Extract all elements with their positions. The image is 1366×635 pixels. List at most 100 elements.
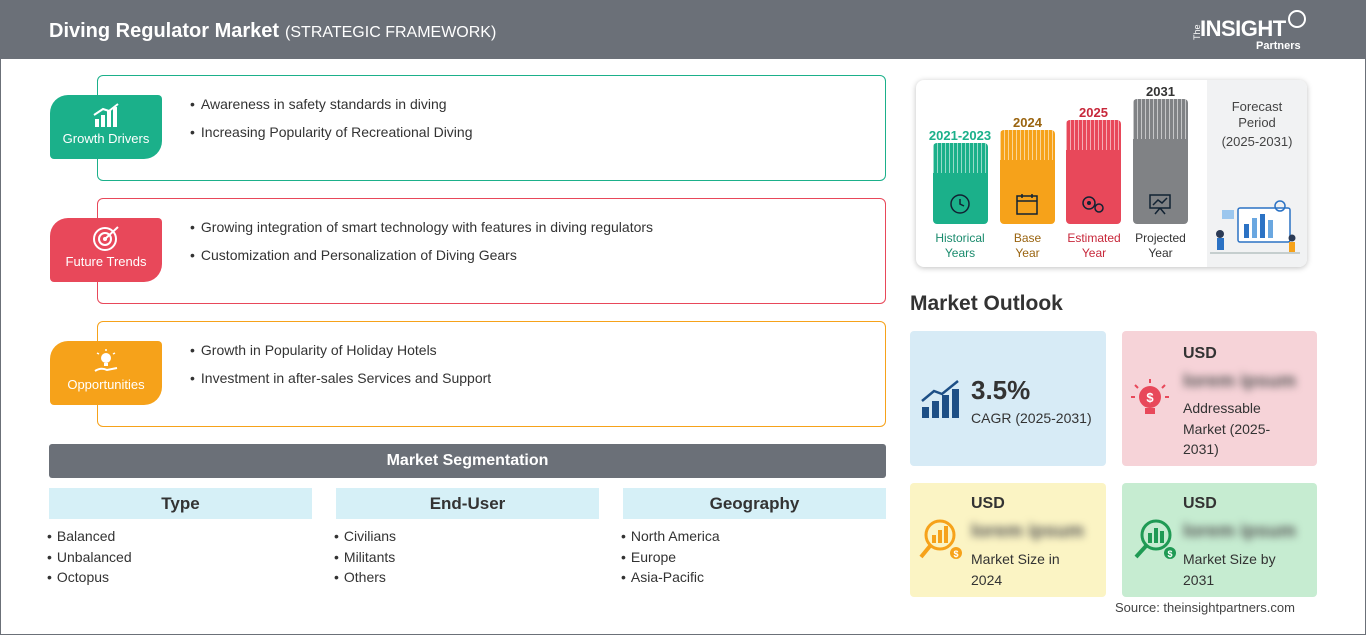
size-2024-currency: USD [971,495,1005,512]
addressable-label-line: 2031) [1183,441,1219,457]
list-item: Awareness in safety standards in diving [190,96,473,112]
logo-partners: Partners [1256,40,1301,52]
page-subtitle: (STRATEGIC FRAMEWORK) [285,24,497,41]
market-outlook-title: Market Outlook [910,292,1063,315]
analytics-illustration-icon [1210,200,1300,254]
bar-label-line: Base [1013,231,1042,245]
calendar-icon [1016,194,1038,215]
bar-label-historical: Historical Years [925,231,995,261]
list-item: Growth in Popularity of Holiday Hotels [190,342,491,358]
bar-label-line: Year [1015,246,1040,260]
title-text: Diving Regulator Market [49,20,280,42]
bar-historical [933,143,988,224]
header-bar: Diving Regulator Market (STRATEGIC FRAMEW… [0,0,1366,59]
lightbulb-dollar-icon: $ [1131,379,1169,414]
bar-label-line: Years [944,246,976,260]
cagr-label: CAGR (2025-2031) [971,410,1092,426]
size-2031-value: lorem ipsum [1183,521,1296,542]
list-item: Growing integration of smart technology … [190,219,653,235]
source-text: Source: theinsightpartners.com [1115,600,1295,615]
forecast-line3: (2025-2031) [1221,134,1293,149]
size-2031-label-line: Market Size by [1183,551,1276,567]
bar-label-estimated: Estimated Year [1060,231,1128,261]
cagr-card: 3.5% CAGR (2025-2031) [910,331,1106,466]
size-2024-label-line: Market Size in [971,551,1060,567]
bar-year-estimated: 2025 [1079,105,1108,120]
addressable-label-line: Addressable [1183,400,1261,416]
opportunities-box: Growth in Popularity of Holiday Hotels I… [97,321,886,427]
target-icon [93,226,119,251]
segment-list-type: Balanced Unbalanced Octopus [47,526,132,588]
list-item: Investment in after-sales Services and S… [190,370,491,386]
bar-year-historical: 2021-2023 [928,128,992,143]
gears-icon [1082,196,1104,213]
bar-label-base: Base Year [1000,231,1055,261]
list-item: Unbalanced [47,547,132,568]
list-item: North America [621,526,720,547]
bar-label-line: Year [1148,246,1173,260]
forecast-line1: Forecast [1231,99,1283,114]
insight-partners-logo: The INSIGHT Partners [1192,10,1312,54]
market-segmentation-header: Market Segmentation [49,444,886,478]
list-item: Octopus [47,567,132,588]
future-trends-tag: Future Trends [50,218,162,282]
lightbulb-hand-icon [94,349,118,372]
bar-label-line: Historical [935,231,985,245]
logo-insight: INSIGHT [1200,16,1286,41]
market-size-2031-card: $ USD lorem ipsum Market Size by 2031 [1122,483,1317,597]
size-2024-value: lorem ipsum [971,521,1084,542]
opportunities-list: Growth in Popularity of Holiday Hotels I… [190,342,491,398]
bar-label-line: Year [1081,246,1107,260]
bar-base [1000,130,1055,224]
size-2024-label: Market Size in 2024 [971,549,1060,590]
bar-label-line: Projected [1135,231,1186,245]
bar-projected [1133,99,1188,224]
opportunities-tag: Opportunities [50,341,162,405]
clock-icon [950,194,970,214]
growth-chart-icon [93,103,119,127]
size-2024-label-line: 2024 [971,571,1003,588]
list-item: Civilians [334,526,396,547]
bar-label-projected: Projected Year [1127,231,1194,261]
list-item: Customization and Personalization of Div… [190,247,653,263]
svg-text:$: $ [1167,549,1172,559]
svg-text:$: $ [1146,390,1154,405]
list-item: Others [334,567,396,588]
logo-ring-icon [1288,10,1306,28]
addressable-market-card: $ USD lorem ipsum Addressable Market (20… [1122,331,1317,466]
growth-drivers-box: Awareness in safety standards in diving … [97,75,886,181]
segment-list-end-user: Civilians Militants Others [334,526,396,588]
magnifier-chart-icon: $ [919,519,962,559]
future-trends-box: Growing integration of smart technology … [97,198,886,304]
segment-heading-geography: Geography [623,488,886,519]
future-trends-list: Growing integration of smart technology … [190,219,653,275]
market-size-2024-card: $ USD lorem ipsum Market Size in 2024 [910,483,1106,597]
size-2031-label-line: 2031 [1183,571,1215,588]
size-2031-currency: USD [1183,495,1217,512]
svg-text:$: $ [953,549,958,559]
list-item: Asia-Pacific [621,567,720,588]
list-item: Balanced [47,526,132,547]
addressable-label-line: Market (2025- [1183,420,1271,437]
addressable-label: Addressable Market (2025- 2031) [1183,398,1270,460]
forecast-period-text: Forecast Period (2025-2031) [1212,99,1302,150]
list-item: Europe [621,547,720,568]
presentation-icon [1149,194,1171,215]
forecast-line2: Period [1238,115,1276,130]
segment-list-geography: North America Europe Asia-Pacific [621,526,720,588]
size-2031-label: Market Size by 2031 [1183,549,1276,590]
magnifier-chart-icon: $ [1134,519,1176,559]
growth-drivers-label: Growth Drivers [62,131,150,146]
list-item: Increasing Popularity of Recreational Di… [190,124,473,140]
addressable-currency: USD [1183,345,1217,362]
growth-chart-icon [921,380,959,418]
cagr-value: 3.5% [971,375,1031,405]
page-title: Diving Regulator Market (STRATEGIC FRAMEW… [49,20,496,43]
segment-heading-end-user: End-User [336,488,599,519]
list-item: Militants [334,547,396,568]
future-trends-label: Future Trends [65,254,147,269]
bar-year-base: 2024 [1013,115,1042,130]
addressable-value: lorem ipsum [1183,371,1296,392]
opportunities-label: Opportunities [67,377,145,392]
bar-year-projected: 2031 [1146,84,1175,99]
